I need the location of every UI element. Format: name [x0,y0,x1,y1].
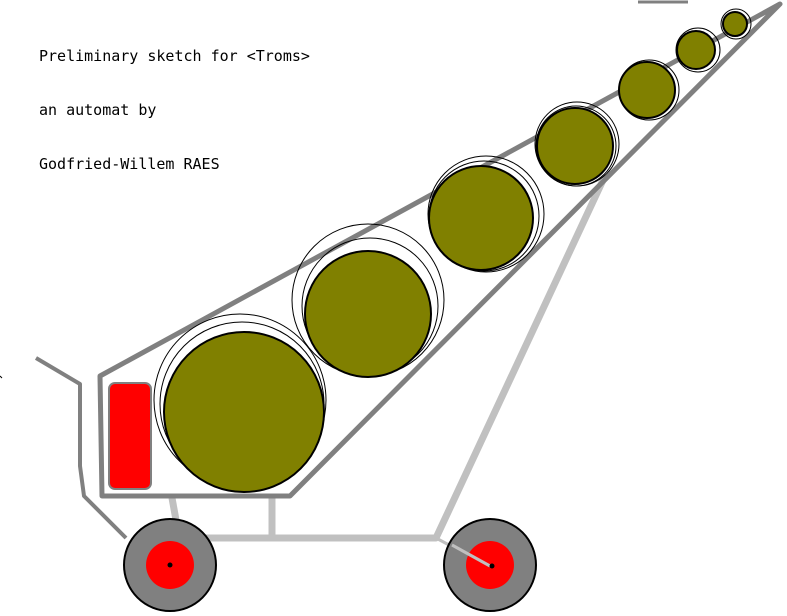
drum-2 [291,223,445,378]
drum-3 [427,155,545,273]
drum-4 [534,101,620,187]
caption-block: Preliminary sketch for <Troms> an automa… [39,11,310,191]
caption-line-2: an automat by [39,101,157,119]
rear-wheel [123,518,217,612]
diagonal-strut [432,174,608,542]
drums [153,8,752,493]
drum-1 [153,313,327,493]
rear-post [168,497,180,521]
front-wheel [443,518,537,612]
drum-5 [618,59,680,121]
battery [108,382,152,490]
handle [34,356,128,540]
side-tick [0,375,3,379]
drum-7 [720,8,752,40]
drum-6 [675,27,721,73]
caption-line-3: Godfried-Willem RAES [39,155,220,173]
caption-line-1: Preliminary sketch for <Troms> [39,47,310,65]
